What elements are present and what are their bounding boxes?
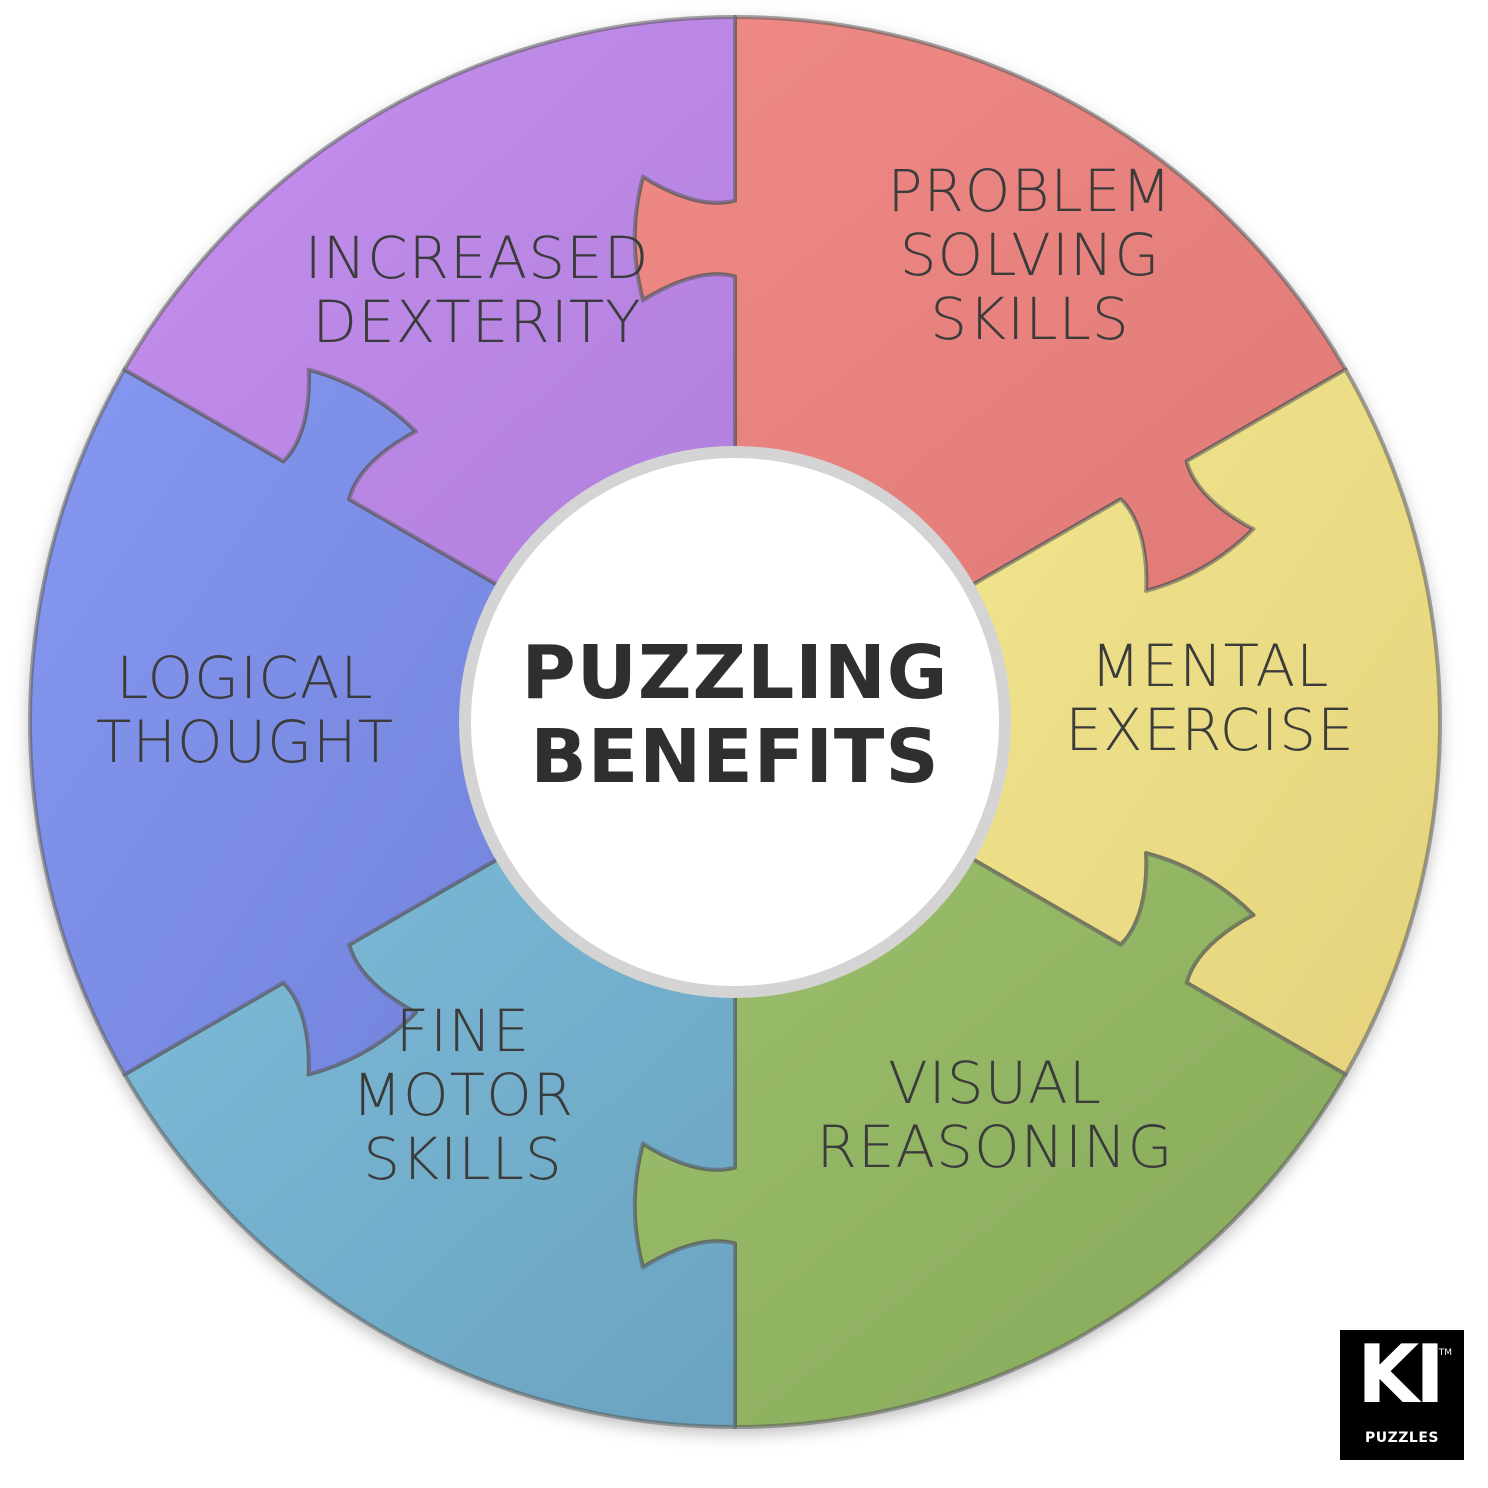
logo-mark: KI — [1357, 1328, 1445, 1421]
label-fine-motor-line3: SKILLS — [363, 1125, 562, 1193]
center-title-line2: BENEFITS — [530, 714, 939, 800]
logo-subtitle: PUZZLES — [1365, 1430, 1439, 1446]
label-problem-solving-line1: PROBLEM — [888, 157, 1173, 225]
label-fine-motor-line2: MOTOR — [352, 1061, 574, 1129]
puzzle-piece-increased-dexterity — [122, 15, 737, 593]
center-title-line1: PUZZLING — [522, 630, 949, 716]
label-mental-exercise-line1: MENTAL — [1091, 632, 1330, 700]
label-problem-solving-line2: SOLVING — [900, 221, 1161, 289]
label-fine-motor-line1: FINE — [396, 997, 531, 1065]
label-visual-reasoning-line1: VISUAL — [888, 1049, 1102, 1117]
label-visual-reasoning-line2: REASONING — [817, 1113, 1174, 1181]
logo-trademark: TM — [1438, 1348, 1452, 1358]
label-increased-dexterity-line1: INCREASED — [305, 224, 650, 292]
ki-puzzles-logo: KI TM PUZZLES — [1340, 1330, 1464, 1460]
label-problem-solving-line3: SKILLS — [930, 285, 1129, 353]
label-logical-thought-line2: THOUGHT — [96, 708, 394, 776]
label-increased-dexterity-line2: DEXTERITY — [312, 288, 641, 356]
label-mental-exercise-line2: EXERCISE — [1065, 696, 1355, 764]
label-logical-thought-line1: LOGICAL — [116, 644, 373, 712]
